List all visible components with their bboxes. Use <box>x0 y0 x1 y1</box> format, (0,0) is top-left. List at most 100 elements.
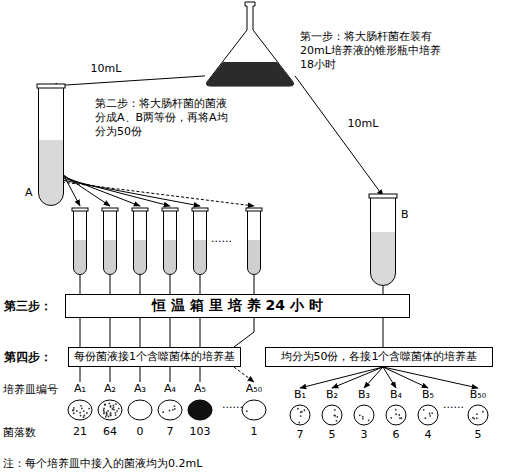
petri-dish: B₄6 <box>384 388 408 426</box>
colony-dot <box>110 413 112 415</box>
colony-dot <box>115 412 117 414</box>
pipette-arrow <box>62 180 200 206</box>
colony-dot <box>104 404 106 406</box>
dish-outline <box>468 405 488 425</box>
colony-dot <box>106 413 108 415</box>
tube-rim <box>369 194 397 198</box>
colony-dot <box>118 408 120 410</box>
transfer-line <box>234 318 254 347</box>
colony-dot <box>103 409 105 411</box>
colony-count: 3 <box>361 428 368 442</box>
colony-dot <box>395 409 397 411</box>
colony-dot <box>333 414 335 416</box>
petri-dish: A₅103 <box>187 382 213 422</box>
small-test-tube <box>192 208 208 275</box>
connector <box>383 286 384 294</box>
colony-dot <box>429 415 431 417</box>
transfer-line <box>200 318 201 347</box>
colony-dot <box>79 412 81 414</box>
shape-outline <box>38 86 64 206</box>
colony-dot <box>103 411 105 413</box>
tube-outline <box>104 210 117 275</box>
culture-liquid <box>104 240 116 274</box>
colony-count: 7 <box>167 425 174 439</box>
step-heading: 第三步： <box>4 299 52 314</box>
process-box: 均分为50份，各接1个含噬菌体的培养基 <box>265 347 493 367</box>
colony-dot <box>300 415 302 417</box>
connector <box>383 367 428 388</box>
ellipsis: ...... <box>211 232 232 246</box>
colony-count: 5 <box>329 428 336 442</box>
connector <box>300 367 383 388</box>
colony-count: 64 <box>103 425 117 439</box>
connector <box>295 76 383 196</box>
transfer-line <box>170 275 171 294</box>
petri-dish: A₁21 <box>67 382 93 422</box>
tube-rim <box>192 208 208 211</box>
colony-dot <box>73 407 75 409</box>
test-tube: A <box>38 86 64 206</box>
connector <box>332 367 383 388</box>
colony-dot <box>336 420 338 422</box>
colony-dot <box>482 411 484 413</box>
colony-dot <box>476 413 478 415</box>
transfer-line <box>80 275 81 294</box>
shape-outline <box>370 196 396 286</box>
culture-liquid <box>194 240 206 274</box>
colony-dot <box>431 412 433 414</box>
colony-dot <box>304 409 306 411</box>
colony-count: 0 <box>137 425 144 439</box>
step-heading: 第四步： <box>4 350 52 365</box>
connector <box>383 318 384 347</box>
plate-number: A₅ <box>194 382 206 396</box>
colony-dot <box>106 411 108 413</box>
transfer-line <box>110 275 111 294</box>
plate-number: A₄ <box>164 382 176 396</box>
connector <box>170 367 171 382</box>
ellipsis: ...... <box>222 398 243 412</box>
colony-count: 4 <box>425 428 432 442</box>
dish-outline <box>158 400 182 420</box>
conical-flask: 第一步：将大肠杆菌在装有20mL培养液的锥形瓶中培养18小时 <box>205 2 295 86</box>
tube-outline <box>194 210 207 275</box>
plate-number: B₅₀ <box>470 388 486 402</box>
colony-dot <box>399 417 401 419</box>
row-heading: 菌落数 <box>3 426 36 440</box>
plate-number: A₁ <box>74 382 86 396</box>
culture-liquid <box>39 140 63 205</box>
tube-label: B <box>401 208 409 222</box>
colony-dot <box>359 414 361 416</box>
dish-outline <box>242 400 266 420</box>
dish-outline <box>290 405 310 425</box>
colony-count: 6 <box>393 428 400 442</box>
colony-dot <box>103 407 105 409</box>
connector <box>200 367 201 382</box>
incubator-band: 第三步：恒 温 箱 里 培 养 24 小 时 <box>65 294 410 318</box>
tube-rim <box>132 208 148 211</box>
tube-outline <box>248 210 261 275</box>
small-test-tube <box>102 208 118 275</box>
colony-dot <box>112 405 114 407</box>
culture-liquid <box>207 62 294 86</box>
colony-dot <box>112 408 114 410</box>
connector <box>364 367 383 388</box>
colony-dot <box>115 403 117 405</box>
tube-rim <box>37 84 65 88</box>
colony-count: 7 <box>297 428 304 442</box>
tube-label: A <box>25 186 33 200</box>
colony-dot <box>80 405 82 407</box>
colony-dot <box>110 405 112 407</box>
shape-outline <box>205 2 295 86</box>
row-heading: 培养皿编号 <box>3 383 58 397</box>
colony-dot <box>298 422 300 424</box>
plate-number: B₄ <box>390 388 402 402</box>
small-test-tube <box>132 208 148 275</box>
colony-dot <box>395 413 397 415</box>
culture-liquid <box>164 240 176 274</box>
tube-outline <box>164 210 177 275</box>
step-text: 第一步：将大肠杆菌在装有20mL培养液的锥形瓶中培养18小时 <box>300 30 450 71</box>
colony-dot <box>86 412 88 414</box>
edge-label: 10mL <box>347 117 380 130</box>
flask-outline <box>207 2 294 86</box>
